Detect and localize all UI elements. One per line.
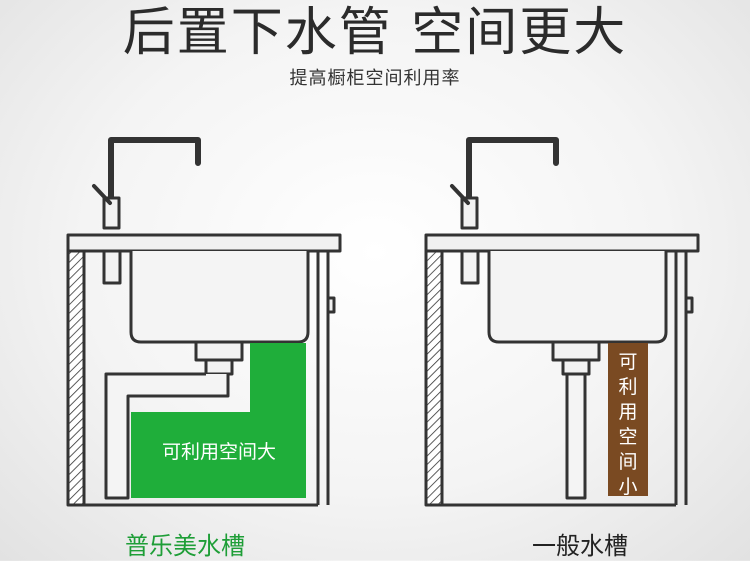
left-faucet (108, 137, 201, 203)
subheadline: 提高橱柜空间利用率 (289, 68, 461, 89)
right-faucet (466, 137, 559, 203)
left-usable-space-area (131, 343, 306, 498)
right-hatched-wall (424, 249, 444, 507)
right-vertical-drain-pipe (565, 372, 587, 500)
left-countertop (66, 233, 342, 253)
headline: 后置下水管 空间更大 (122, 3, 628, 63)
right-caption: 一般水槽 (532, 532, 628, 560)
right-area-label: 可利用空间小 (618, 351, 638, 498)
right-basin (487, 251, 668, 344)
left-basin (129, 251, 310, 344)
right-usable-space-area (608, 343, 648, 496)
left-caption: 普乐美水槽 (125, 532, 245, 560)
left-area-label: 可利用空间大 (161, 441, 276, 463)
right-countertop (424, 233, 700, 253)
left-hatched-wall (66, 249, 86, 507)
right-cabinet (424, 137, 700, 507)
left-cabinet (66, 137, 342, 507)
